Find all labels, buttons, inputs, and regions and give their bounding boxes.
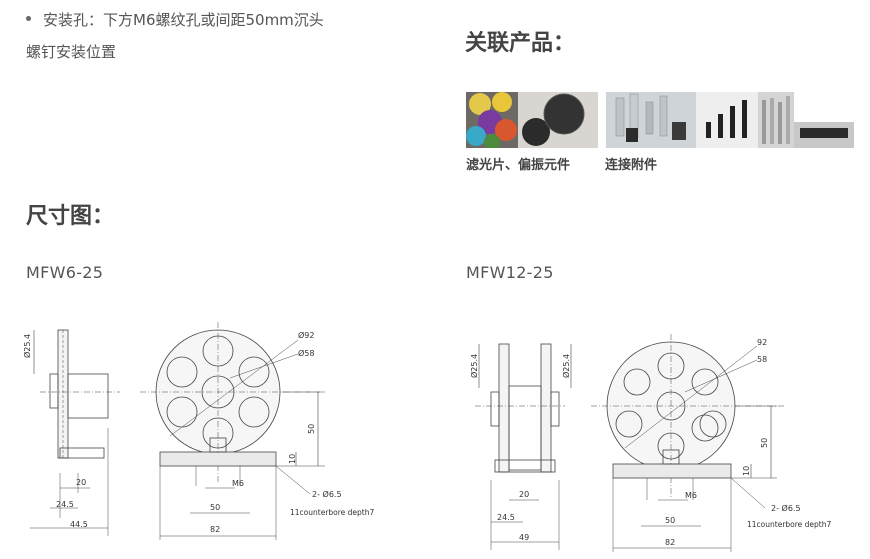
bullet-icon [26,16,31,21]
accessories-thumbnail [606,92,854,148]
filters-thumbnail [466,92,598,150]
label-thread: M6 [232,479,244,488]
label-side-20: 20 [519,490,529,499]
label-side-245: 24.5 [497,513,515,522]
related-product-filters-label[interactable]: 滤光片、偏振元件 [466,158,571,173]
label-dia-side-left: Ø25.4 [469,354,479,378]
related-products-title: 关联产品： [465,31,576,56]
drawing-mfw6-25: Ø25.4 Ø92 Ø58 50 10 M6 50 82 20 24.5 44.… [22,322,374,540]
label-base-height: 10 [742,466,751,476]
label-side-245: 24.5 [56,500,74,509]
label-dia-side-right: Ø25.4 [561,354,571,378]
drawing-mfw12-25: Ø25.4 Ø25.4 92 58 50 10 M6 50 82 20 24.5… [469,334,831,552]
label-hole-spacing: 50 [665,516,675,525]
label-outer-dia: 92 [757,338,767,347]
label-base-height: 10 [288,454,297,464]
label-counterbore-depth: 11counterbore depth7 [290,508,374,517]
label-counterbore: 2- Ø6.5 [771,503,801,513]
dimensions-title: 尺寸图： [26,204,115,229]
model-mfw6-25: MFW6-25 [26,263,104,282]
related-product-accessories-label[interactable]: 连接附件 [605,158,658,173]
label-pos-dia: 58 [757,355,767,364]
install-hole-spec: 安装孔：下方M6螺纹孔或间距50mm沉头 [26,9,324,30]
label-base-length: 82 [665,538,675,547]
install-hole-text: 安装孔：下方M6螺纹孔或间距50mm沉头 [43,11,324,29]
label-counterbore: 2- Ø6.5 [312,489,342,499]
related-product-filters[interactable] [466,92,598,150]
label-hole-spacing: 50 [210,503,220,512]
label-height-center: 50 [307,424,316,434]
label-base-length: 82 [210,525,220,534]
related-product-accessories[interactable] [606,92,854,148]
install-hole-text-cont: 螺钉安装位置 [26,43,117,61]
label-counterbore-depth: 11counterbore depth7 [747,520,831,529]
label-thread: M6 [685,491,697,500]
label-outer-dia: Ø92 [298,330,314,340]
label-side-20: 20 [76,478,86,487]
model-mfw12-25: MFW12-25 [466,263,554,282]
label-pos-dia: Ø58 [298,348,314,358]
label-side-total: 44.5 [70,520,88,529]
label-dia-side: Ø25.4 [22,334,32,358]
label-side-total: 49 [519,533,529,542]
label-height-center: 50 [760,438,769,448]
